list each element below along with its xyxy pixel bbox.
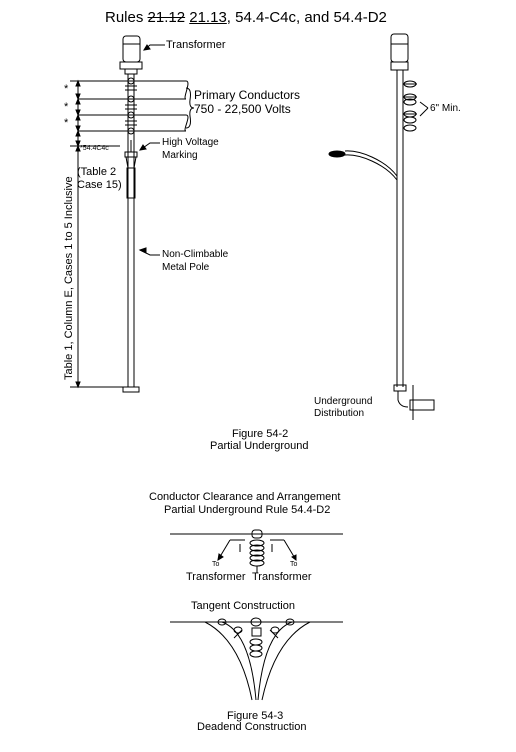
rule-ref-label: *54.4C4c [80, 145, 109, 152]
hv-marking-label-2: Marking [162, 150, 198, 161]
right-insulators [403, 80, 429, 132]
transformer-label: Transformer [166, 39, 226, 51]
hv-marking-band [124, 151, 138, 158]
clearance-dimensions [70, 79, 134, 389]
figure-54-2-number: Figure 54-2 [232, 428, 289, 440]
figure-54-3-number: Figure 54-3 [227, 710, 284, 722]
pole-label-1: Non-Climbable [162, 249, 229, 260]
transformer-left-label: Transformer [186, 571, 246, 583]
clearance-title-2: Partial Underground Rule 54.4-D2 [164, 504, 331, 516]
left-pole-assembly [70, 35, 195, 393]
right-transformer [390, 33, 409, 63]
to-label-left: To [212, 561, 220, 568]
clearance-title-1: Conductor Clearance and Arrangement [149, 491, 341, 503]
title-prefix: Rules [105, 9, 144, 26]
to-label-right: To [290, 561, 298, 568]
deadend-construction-diagram [170, 617, 343, 701]
asterisk-1: * [64, 83, 69, 95]
title-underlined-rule: 21.13 [189, 9, 227, 26]
primary-voltage-label: 750 - 22,500 Volts [194, 102, 291, 116]
asterisk-2: * [64, 101, 69, 113]
underground-label-1: Underground [314, 396, 373, 407]
left-pole-base [122, 386, 140, 393]
hv-marking-label-1: High Voltage [162, 137, 219, 148]
pole-label-2: Metal Pole [162, 262, 210, 273]
min-clearance-label: 6" Min. [430, 103, 461, 114]
transformer-right-label: Transformer [252, 571, 312, 583]
page-title: Rules 21.12 21.13, 54.4-C4c, and 54.4-D2 [105, 10, 387, 25]
left-transformer [122, 35, 141, 63]
figure-54-2-caption: Partial Underground [210, 440, 309, 452]
primary-conductors-label: Primary Conductors [194, 88, 301, 102]
underground-label-2: Distribution [314, 408, 365, 419]
table2-label-2: Case 15) [77, 179, 122, 191]
title-rest: , 54.4-C4c, and 54.4-D2 [226, 9, 387, 26]
underground-conduit [397, 391, 409, 408]
primary-conductors [78, 77, 189, 135]
street-light-arm [344, 150, 398, 177]
vertical-clearance-label: Table 1, Column E, Cases 1 to 5 Inclusiv… [63, 176, 75, 380]
tangent-construction-label: Tangent Construction [191, 600, 295, 612]
asterisk-3: * [64, 117, 69, 129]
table2-label-1: (Table 2 [77, 166, 117, 178]
figure-54-3-caption: Deadend Construction [197, 721, 307, 733]
title-struck-rule: 21.12 [147, 9, 186, 26]
right-pole-assembly [328, 33, 435, 420]
tangent-arrangement-diagram [170, 529, 343, 573]
